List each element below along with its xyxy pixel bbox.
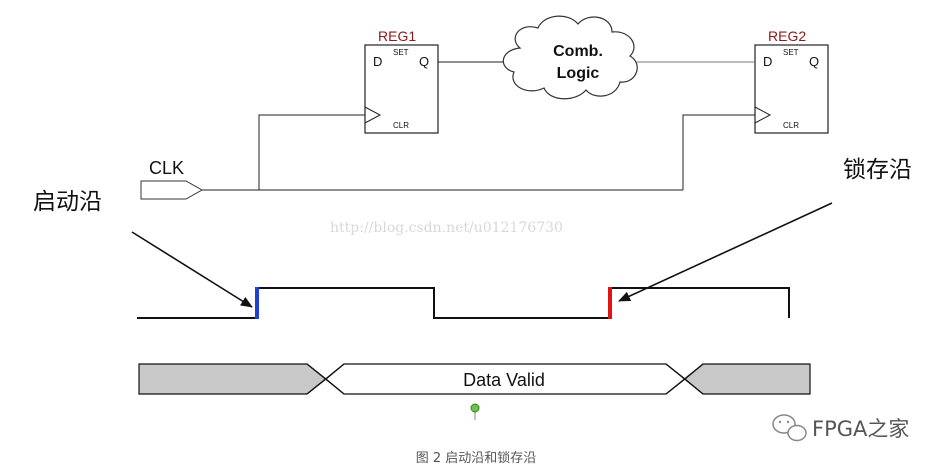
reg2-q-pin: Q bbox=[809, 54, 819, 69]
figure-caption: 图 2 启动沿和锁存沿 bbox=[416, 450, 537, 466]
reg1-name: REG1 bbox=[378, 28, 416, 44]
reg2-clock-triangle bbox=[754, 106, 772, 124]
clk-to-reg1-wire bbox=[258, 114, 365, 190]
reg2-set-pin: SET bbox=[783, 48, 799, 57]
brand-name: FPGA之家 bbox=[812, 417, 909, 441]
reg1-box bbox=[364, 44, 439, 134]
reg2-d-pin: D bbox=[763, 54, 772, 69]
data-valid-label: Data Valid bbox=[463, 370, 545, 390]
reg1-q-pin: Q bbox=[419, 54, 429, 69]
pin-marker bbox=[470, 403, 480, 420]
reg2-name: REG2 bbox=[768, 28, 806, 44]
reg1-flipflop: REG1 D Q SET CLR bbox=[364, 28, 439, 134]
data-waveform: Data Valid bbox=[138, 363, 811, 395]
data-cross-right-2 bbox=[665, 363, 704, 395]
latch-edge-arrow bbox=[618, 202, 833, 302]
wires bbox=[202, 61, 755, 191]
watermark-url: http://blog.csdn.net/u012176730 bbox=[330, 220, 563, 236]
comb-line1: Comb. bbox=[553, 43, 603, 60]
reg2-flipflop: REG2 D Q SET CLR bbox=[754, 28, 829, 134]
wechat-icon bbox=[772, 414, 807, 442]
data-invalid-right bbox=[684, 363, 811, 395]
launch-edge-label: 启动沿 bbox=[33, 189, 102, 215]
comb-line2: Logic bbox=[557, 65, 600, 82]
reg1-set-pin: SET bbox=[393, 48, 409, 57]
data-cross-left-2 bbox=[306, 363, 345, 395]
reg1-clock-triangle bbox=[364, 106, 382, 124]
comb-logic-cloud: Comb. Logic bbox=[502, 15, 638, 100]
clk-port bbox=[140, 180, 204, 200]
reg1-clr-pin: CLR bbox=[393, 121, 409, 130]
clk-label: CLK bbox=[149, 158, 184, 178]
latch-edge-label: 锁存沿 bbox=[843, 157, 912, 183]
reg2-box bbox=[754, 44, 829, 134]
reg1-d-pin: D bbox=[373, 54, 382, 69]
cloud-shape bbox=[502, 15, 638, 100]
data-invalid-left bbox=[138, 363, 327, 395]
launch-edge-arrow bbox=[131, 231, 253, 308]
clock-waveform bbox=[137, 287, 790, 319]
clk-to-reg2-wire bbox=[682, 114, 755, 190]
reg2-clr-pin: CLR bbox=[783, 121, 799, 130]
pin-marker-head bbox=[470, 403, 480, 413]
